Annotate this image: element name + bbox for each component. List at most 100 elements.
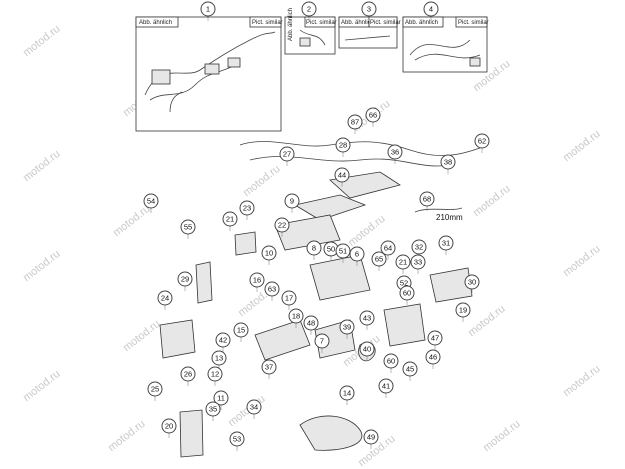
callout-30: 30 [464,274,480,294]
callout-number: 52 [400,279,408,288]
callout-65: 65 [371,251,387,271]
callout-number: 39 [343,323,351,332]
harness-wire-1 [239,141,481,156]
callout-number: 22 [278,221,286,230]
callout-36: 36 [387,144,403,164]
callout-15: 15 [233,322,249,342]
callout-number: 45 [406,365,414,374]
dimension-210mm: 210mm [414,207,463,222]
callout-number: 15 [237,326,245,335]
callout-22: 22 [274,217,290,237]
panel-2-pict-label: Pict. similar [306,20,337,26]
callout-number: 53 [233,435,241,444]
callout-number: 26 [184,370,192,379]
callout-number: 46 [429,353,437,362]
callout-number: 32 [415,243,423,252]
callout-18: 18 [288,308,304,328]
callout-41: 41 [378,378,394,398]
callout-51: 51 [335,243,351,263]
callout-6: 6 [349,246,365,266]
callout-number: 40 [363,345,371,354]
callout-87: 87 [347,114,363,134]
panel-1-pict-label: Pict. similar [252,20,283,26]
callout-28: 28 [335,137,351,157]
callout-48: 48 [303,315,319,335]
callout-number: 65 [375,255,383,264]
callout-number: 63 [268,285,276,294]
callout-number: 62 [478,137,486,146]
callout-number: 64 [384,244,392,253]
callout-number: 35 [209,405,217,414]
callout-number: 16 [253,276,261,285]
callout-number: 36 [391,148,399,157]
callout-27: 27 [279,146,295,166]
callout-34: 34 [246,399,262,419]
callout-26: 26 [180,366,196,386]
callout-38: 38 [440,154,456,174]
callout-number: 44 [338,171,346,180]
callout-number: 3 [367,5,371,14]
callout-number: 38 [444,158,452,167]
callout-number: 14 [343,389,351,398]
callout-number: 8 [312,244,316,253]
callout-number: 21 [399,258,407,267]
callout-number: 27 [283,150,291,159]
callout-21: 21 [222,211,238,231]
callout-number: 42 [219,336,227,345]
callout-number: 66 [369,111,377,120]
callout-23: 23 [239,200,255,220]
callout-number: 7 [320,337,324,346]
callout-60: 60 [399,285,415,305]
panel-4: Abb. ähnlich Pict. similar [402,16,489,73]
callout-number: 54 [147,197,155,206]
callout-8: 8 [306,240,322,260]
callout-number: 12 [211,370,219,379]
callout-10: 10 [261,245,277,265]
callout-64: 64 [380,240,396,260]
callout-31: 31 [438,235,454,255]
callout-number: 19 [459,306,467,315]
callout-44: 44 [334,167,350,187]
callout-number: 50 [327,245,335,254]
callout-number: 60 [403,289,411,298]
callout-number: 25 [151,385,159,394]
panel-3: Abb. ähnlich Pict. similar [338,16,401,49]
callout-46: 46 [425,349,441,369]
callout-14: 14 [339,385,355,405]
callout-20: 20 [161,418,177,438]
callout-63: 63 [264,281,280,301]
callout-number: 41 [382,382,390,391]
callout-17: 17 [281,290,297,310]
callout-number: 21 [226,215,234,224]
callout-24: 24 [157,290,173,310]
panel-3-pict-label: Pict. similar [370,20,401,26]
callout-number: 60 [387,357,395,366]
callout-19: 19 [455,302,471,322]
callout-37: 37 [261,359,277,379]
harness-wire-2 [249,156,451,167]
callout-number: 24 [161,294,169,303]
callout-3: 3 [361,1,377,21]
callout-number: 43 [363,314,371,323]
callout-number: 29 [181,275,189,284]
callout-number: 2 [307,5,311,14]
callout-43: 43 [359,310,375,330]
panel-4-pict-label: Pict. similar [458,20,489,26]
dimension-label: 210mm [436,213,463,222]
callout-47: 47 [427,330,443,350]
callout-number: 37 [265,363,273,372]
callout-number: 55 [184,223,192,232]
callout-number: 10 [265,249,273,258]
panel-4-abb-label: Abb. ähnlich [405,20,438,26]
callout-39: 39 [339,319,355,339]
callout-number: 17 [285,294,293,303]
callout-7: 7 [314,333,330,353]
callout-number: 13 [215,354,223,363]
callout-1: 1 [200,1,216,21]
callout-9: 9 [284,193,300,213]
callout-13: 13 [211,350,227,370]
callout-35: 35 [205,401,221,421]
callout-number: 11 [217,394,225,403]
